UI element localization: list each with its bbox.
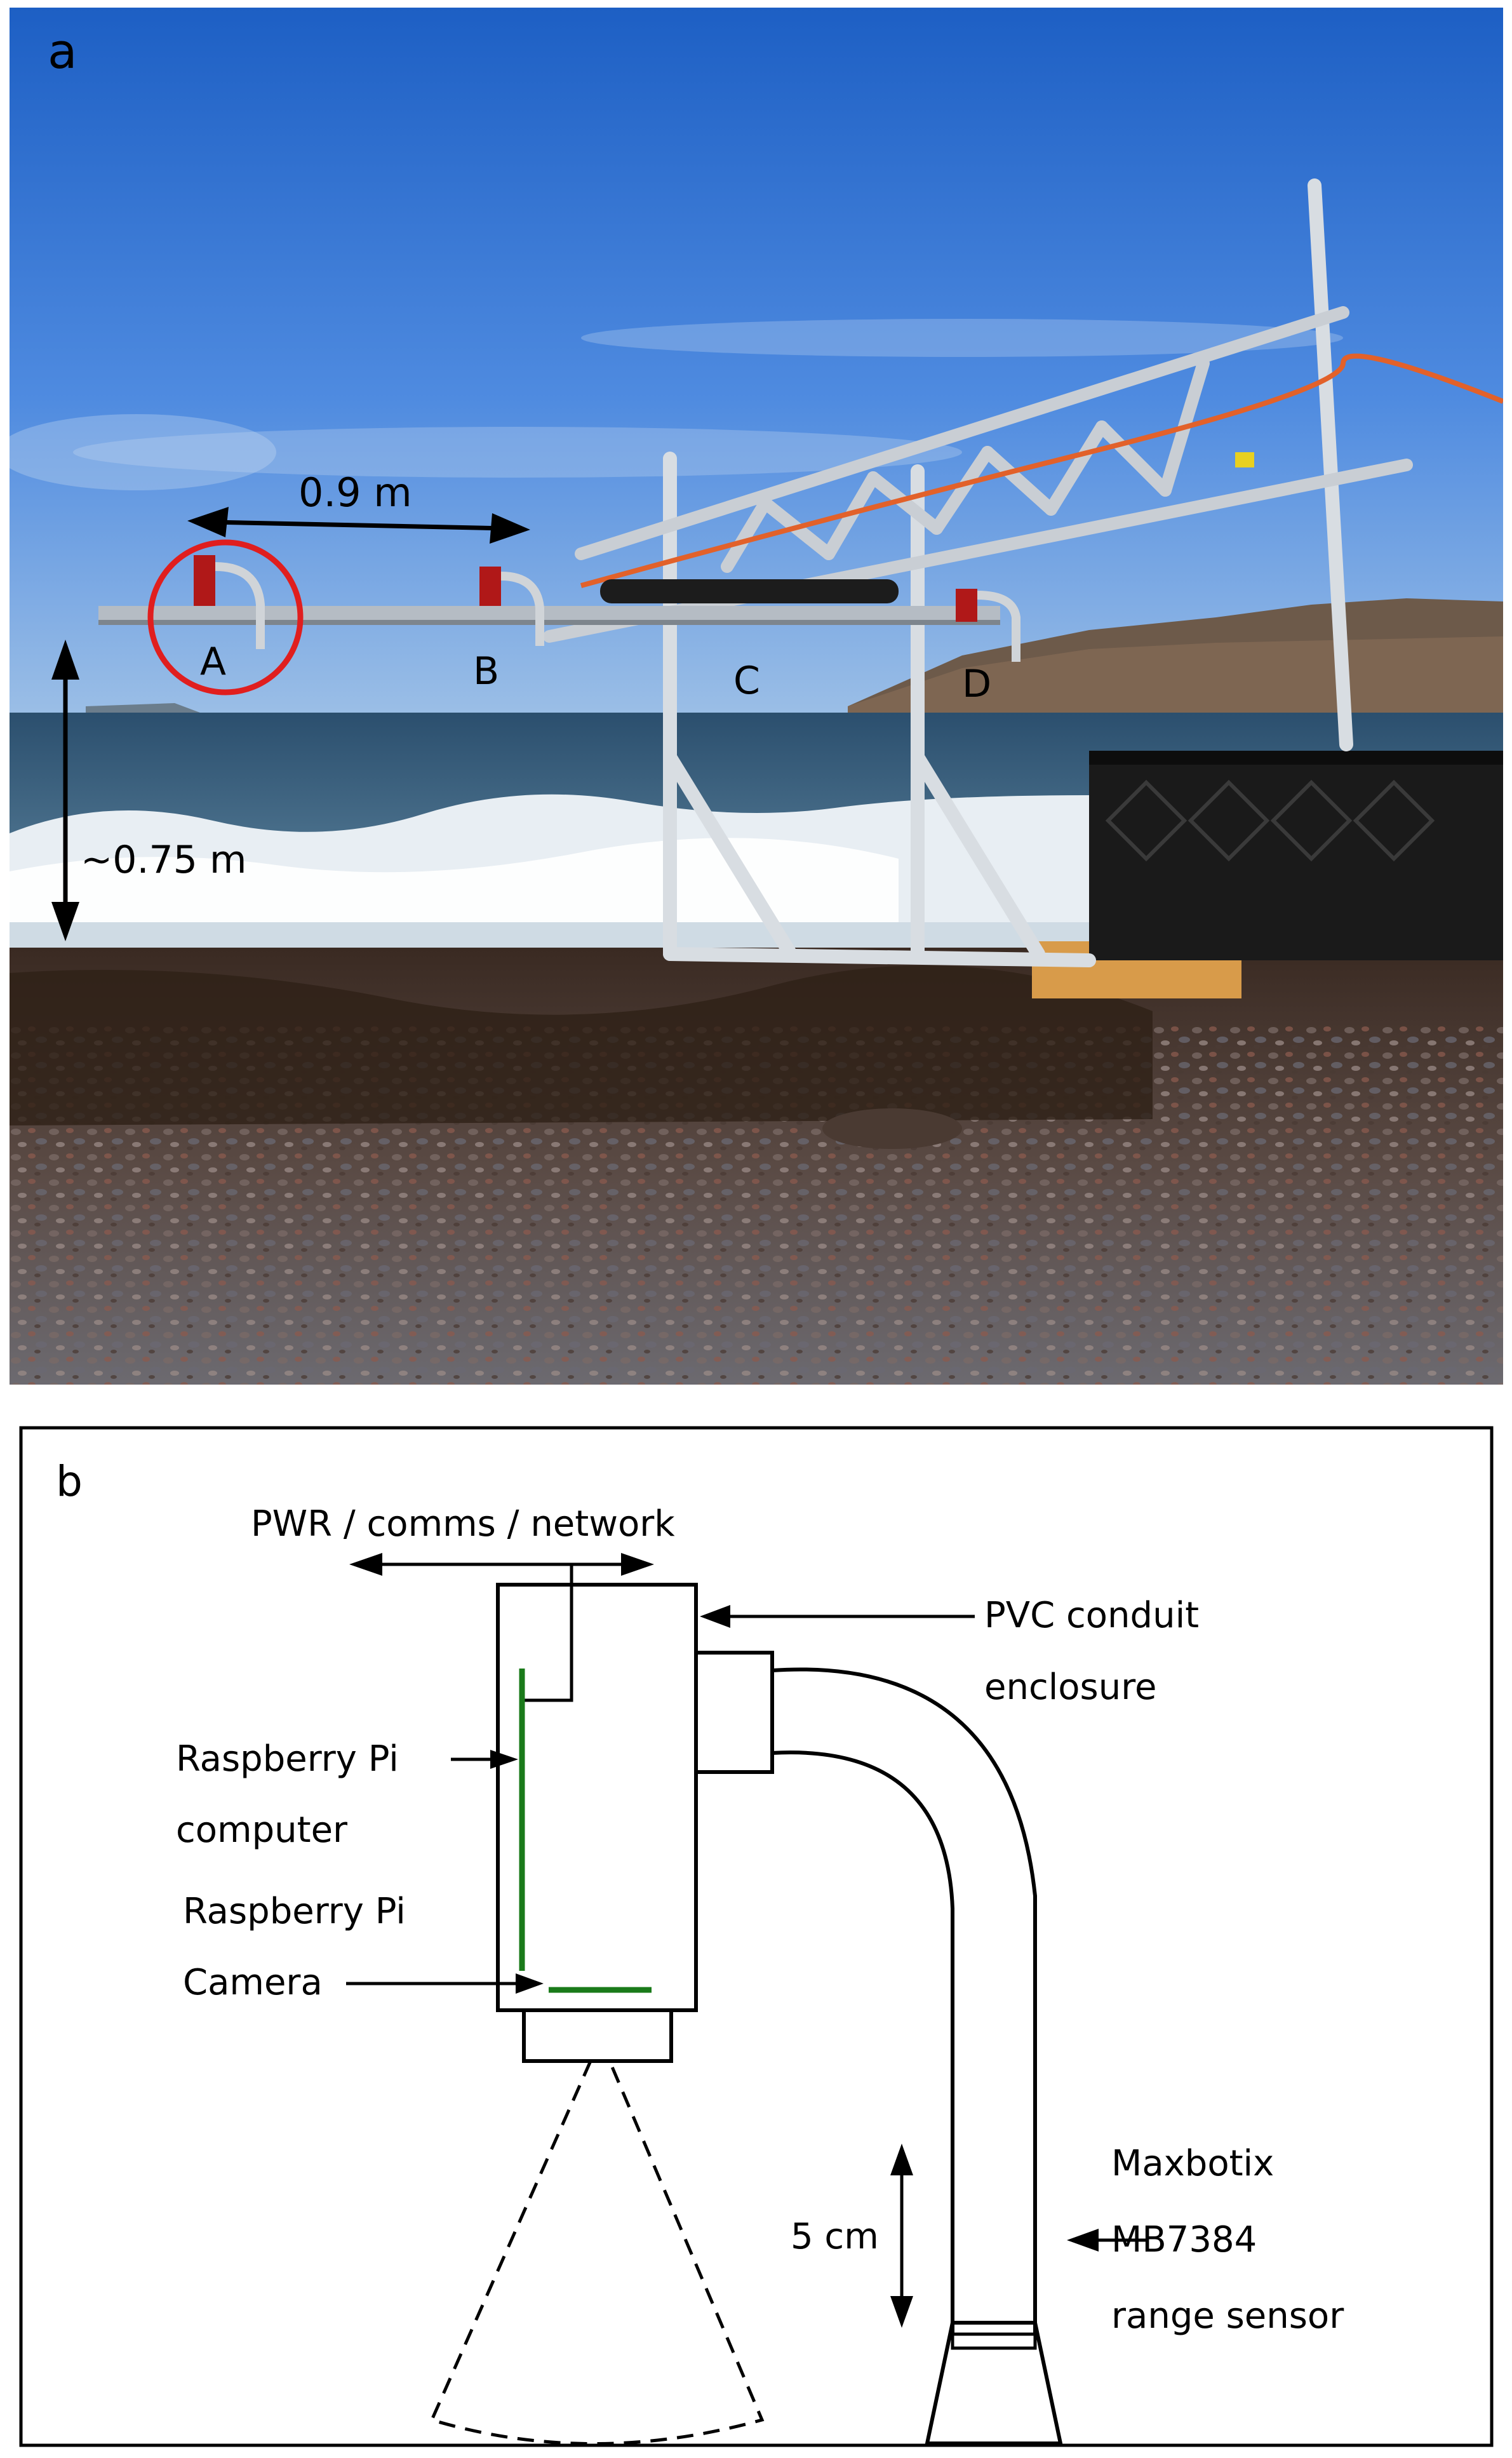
camera-label-line2: Camera <box>183 1962 323 2003</box>
panel-a-letter: a <box>48 23 77 79</box>
sensor-schematic: b PWR / comms / network <box>19 1426 1494 2447</box>
sensor-a-highlight-circle <box>147 539 304 695</box>
sensor-collar <box>951 2332 1037 2350</box>
sensor-d-label: D <box>962 662 991 706</box>
sensor-height-arrow <box>890 2144 913 2328</box>
height-dimension-label: ~0.75 m <box>81 838 246 882</box>
schematic-panel-b: b PWR / comms / network <box>19 1426 1494 2447</box>
sensor-a-housing <box>194 555 265 649</box>
range-sensor-body <box>925 2321 1063 2445</box>
sensor-label-line2: MB7384 <box>1111 2219 1257 2260</box>
photo-panel-a: a 0.9 m ~0.75 m A B C D <box>10 8 1503 1385</box>
camera-lens-housing <box>522 2008 673 2063</box>
panel-b-letter: b <box>56 1457 83 1506</box>
camera-field-of-view <box>429 2060 765 2445</box>
enclosure-label-line1: PVC conduit <box>984 1595 1199 1636</box>
conduit-outer-wall <box>772 1667 1037 2335</box>
camera-label-line1: Raspberry Pi <box>183 1891 406 1932</box>
sensor-label-line3: range sensor <box>1111 2295 1344 2337</box>
conduit-inner-wall <box>772 1750 954 2335</box>
enclosure-side-coupling <box>694 1651 774 1774</box>
computer-pointer-arrow <box>451 1750 518 1769</box>
span-dimension-label: 0.9 m <box>298 469 412 516</box>
height-dimension-arrow <box>51 640 79 941</box>
sensor-b-housing <box>479 567 544 646</box>
enclosure-label-line2: enclosure <box>984 1667 1156 1708</box>
field-photo: a 0.9 m ~0.75 m A B C D <box>10 8 1503 1385</box>
computer-label-line1: Raspberry Pi <box>176 1738 399 1780</box>
sensor-b-label: B <box>473 649 499 694</box>
span-dimension-arrow <box>187 507 530 544</box>
cable-double-arrow <box>349 1553 654 1702</box>
sensor-a-label: A <box>200 640 226 684</box>
sensor-pointer-arrow <box>1067 2229 1146 2252</box>
computer-label-line2: computer <box>176 1810 348 1851</box>
sensor-label-line1: Maxbotix <box>1111 2143 1274 2184</box>
sensor-d-housing <box>956 589 1020 662</box>
camera-pointer-arrow <box>346 1973 544 1994</box>
enclosure-pointer-arrow <box>700 1605 975 1628</box>
cable-label: PWR / comms / network <box>251 1503 675 1545</box>
sensor-height-label: 5 cm <box>791 2216 879 2257</box>
sensor-c-label: C <box>733 659 760 703</box>
schematic-frame <box>19 1426 1494 2447</box>
